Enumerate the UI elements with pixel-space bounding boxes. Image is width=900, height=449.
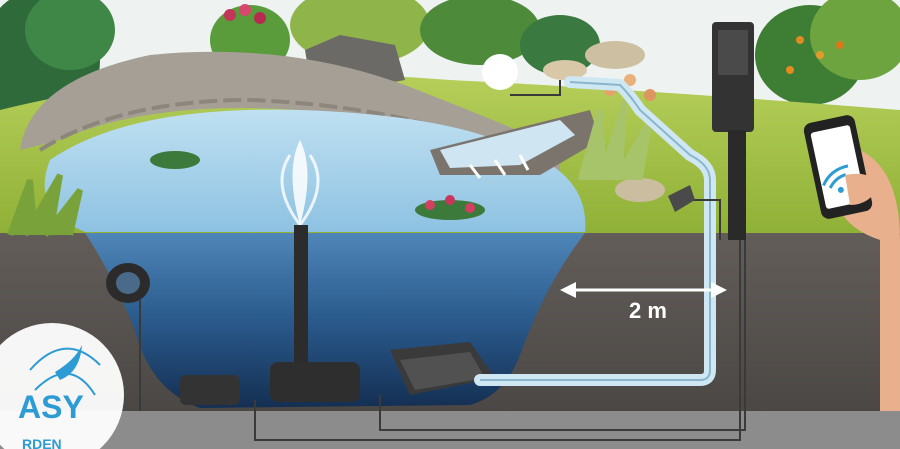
logo-subtext: RDEN (22, 436, 62, 449)
reed-plants-left (7, 173, 83, 237)
logo-text: ASY (18, 389, 84, 425)
hand-with-smartphone (803, 115, 900, 449)
distance-arrow (560, 282, 727, 298)
underwater-spotlight (106, 263, 150, 303)
pond-pumps (180, 342, 495, 405)
water-lilies (150, 151, 485, 220)
waterfall-cascade (430, 110, 600, 179)
fountain-pipe (294, 225, 308, 365)
easy-garden-logo (0, 323, 124, 449)
garden-spotlight (668, 185, 695, 212)
pond-stone-rim (20, 51, 560, 175)
garden-globe-light (482, 54, 518, 90)
smart-controller-box (712, 22, 754, 240)
leaf-icon (55, 345, 82, 380)
distance-label: 2 m (629, 298, 667, 323)
fountain-spray (280, 140, 320, 226)
